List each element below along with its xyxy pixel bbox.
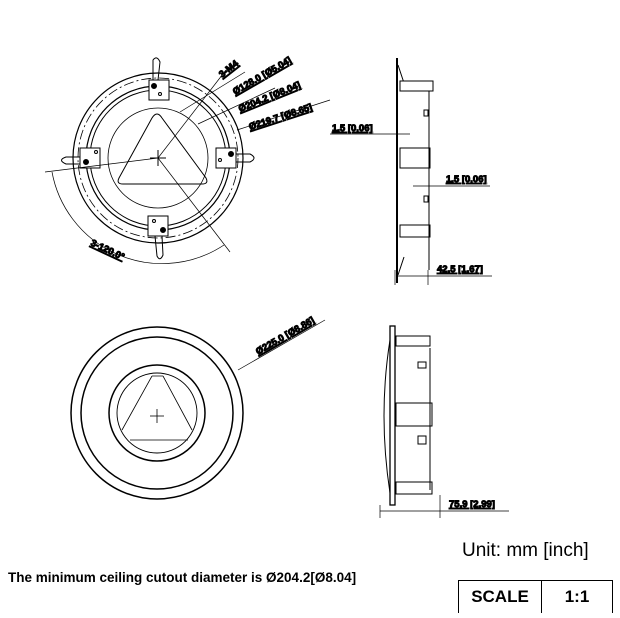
scale-label: SCALE [459,581,542,613]
label-depth-top: 42.5 [1.67] [437,264,483,275]
label-thickness-1: 1.5 [0.06] [332,123,373,134]
mounting-clip-right [215,147,255,169]
top-side-view [330,58,492,285]
label-angle: 3-120.0° [89,238,126,263]
mounting-clip-left [61,147,101,169]
mounting-clip-bottom [147,215,169,260]
scale-box: SCALE 1:1 [458,580,613,613]
label-thickness-2: 1.5 [0.06] [446,174,487,185]
bottom-front-view [70,319,326,500]
label-depth-bottom: 75.9 [2.99] [449,499,495,510]
label-d225: Ø225.0 [Ø8.86] [254,315,317,358]
scale-value: 1:1 [564,587,590,606]
top-view [44,57,331,264]
label-3-m4: 3-M4 [217,58,241,80]
bottom-side-view [379,325,509,518]
cutout-note: The minimum ceiling cutout diameter is Ø… [8,570,357,585]
unit-label: Unit: mm [inch] [462,540,589,561]
mounting-clip-top [148,57,170,101]
